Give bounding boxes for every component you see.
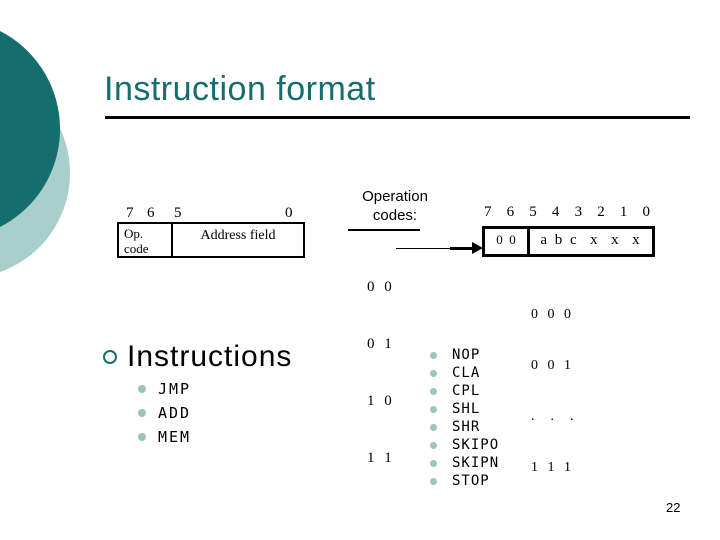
operation-code-item: 1 1: [367, 450, 395, 466]
micro-instruction-label: SHL: [452, 401, 481, 417]
bit-combination: 0 0 0: [531, 307, 574, 322]
bullet-dot-icon: [430, 405, 437, 413]
box2-bit-label: 7: [484, 204, 492, 220]
bullet-dot-icon: [430, 351, 437, 359]
micro-instructions-list: NOP CLA CPL SHL SHR SKIPO SKIPN STOP: [430, 346, 499, 490]
bullet-dot-icon: [430, 477, 437, 485]
micro-instruction-label: CPL: [452, 383, 481, 399]
micro-instruction-label: SHR: [452, 419, 481, 435]
bit-combinations-list: 0 0 0 0 0 1 . . . 1 1 1: [531, 272, 577, 510]
bullet-dot-icon: [430, 387, 437, 395]
box2-bit-label: 0: [642, 204, 650, 220]
list-item: MEM: [138, 425, 191, 449]
list-item: SKIPN: [430, 454, 499, 472]
list-item: CPL: [430, 382, 499, 400]
opcode-cell-line2: code: [124, 241, 149, 256]
instruction-label: ADD: [158, 404, 192, 422]
arrow-shaft: [450, 247, 474, 250]
operation-code-item: 0 1: [367, 336, 395, 352]
list-item: SHL: [430, 400, 499, 418]
operation-codes-list: 0 0 0 1 1 0 1 1: [367, 240, 395, 506]
list-item: CLA: [430, 364, 499, 382]
micro-instruction-label: SKIPN: [452, 455, 500, 471]
bit-combination: 0 0 1: [531, 358, 574, 373]
list-item: SKIPO: [430, 436, 499, 454]
operation-code-item: 1 0: [367, 393, 395, 409]
address-field-cell: Address field: [200, 228, 276, 243]
box2-bit-label: 5: [529, 204, 537, 220]
bullet-dot-icon: [430, 459, 437, 467]
arrow-head: [472, 242, 483, 254]
bullet-dot-icon: [430, 369, 437, 377]
box1-bit-label-5: 5: [174, 205, 182, 221]
bullet-dot-icon: [138, 433, 146, 441]
box1-bit-label-7: 7: [126, 205, 134, 221]
operation-codes-heading-line1: Operation: [362, 188, 428, 205]
list-item: ADD: [138, 401, 191, 425]
box2-bit-label: 2: [597, 204, 605, 220]
instruction-label: MEM: [158, 428, 192, 446]
instruction-label: JMP: [158, 380, 192, 398]
list-item: SHR: [430, 418, 499, 436]
bullet-ring-icon: [103, 350, 117, 364]
opcode-cell-line1: Op.: [124, 226, 144, 241]
expanded-format-box: 0 0 a b c x x x: [482, 226, 655, 257]
bullet-dot-icon: [430, 423, 437, 431]
micro-instruction-label: NOP: [452, 347, 481, 363]
expanded-operand-cell: a b c x x x: [540, 232, 642, 248]
list-item: JMP: [138, 377, 191, 401]
operation-codes-underline: [348, 229, 420, 231]
operation-codes-heading: Operation codes:: [341, 187, 449, 225]
page-number: 22: [666, 500, 681, 515]
page-title: Instruction format: [104, 70, 376, 108]
operation-codes-heading-line2: codes:: [372, 207, 418, 224]
box2-bit-label: 3: [574, 204, 583, 220]
box1-bit-label-6: 6: [147, 205, 155, 221]
bit-combination: 1 1 1: [531, 460, 574, 475]
box2-bit-label: 6: [506, 204, 515, 220]
bullet-dot-icon: [138, 409, 146, 417]
box2-bit-label: 4: [551, 204, 560, 220]
operation-code-item: 0 0: [367, 279, 395, 295]
instructions-heading: Instructions: [127, 340, 293, 373]
expanded-opcode-cell: 0 0: [485, 229, 530, 254]
opcode-cell: Op. code: [119, 224, 173, 256]
instruction-format-box: Op. code Address field: [117, 222, 305, 258]
bullet-dot-icon: [138, 385, 146, 393]
bit-combination: . . .: [531, 409, 577, 424]
micro-instruction-label: STOP: [452, 473, 490, 489]
micro-instruction-label: SKIPO: [452, 437, 500, 453]
instructions-list: JMP ADD MEM: [138, 377, 191, 449]
list-item: NOP: [430, 346, 499, 364]
list-item: STOP: [430, 472, 499, 490]
box2-bit-labels: 7 6 5 4 3 2 1 0: [484, 204, 650, 221]
box1-bit-label-0: 0: [285, 205, 293, 221]
bullet-dot-icon: [430, 441, 437, 449]
micro-instruction-label: CLA: [452, 365, 481, 381]
title-underline: [105, 116, 690, 119]
arrow-line: [396, 248, 452, 249]
box2-bit-label: 1: [619, 204, 628, 220]
